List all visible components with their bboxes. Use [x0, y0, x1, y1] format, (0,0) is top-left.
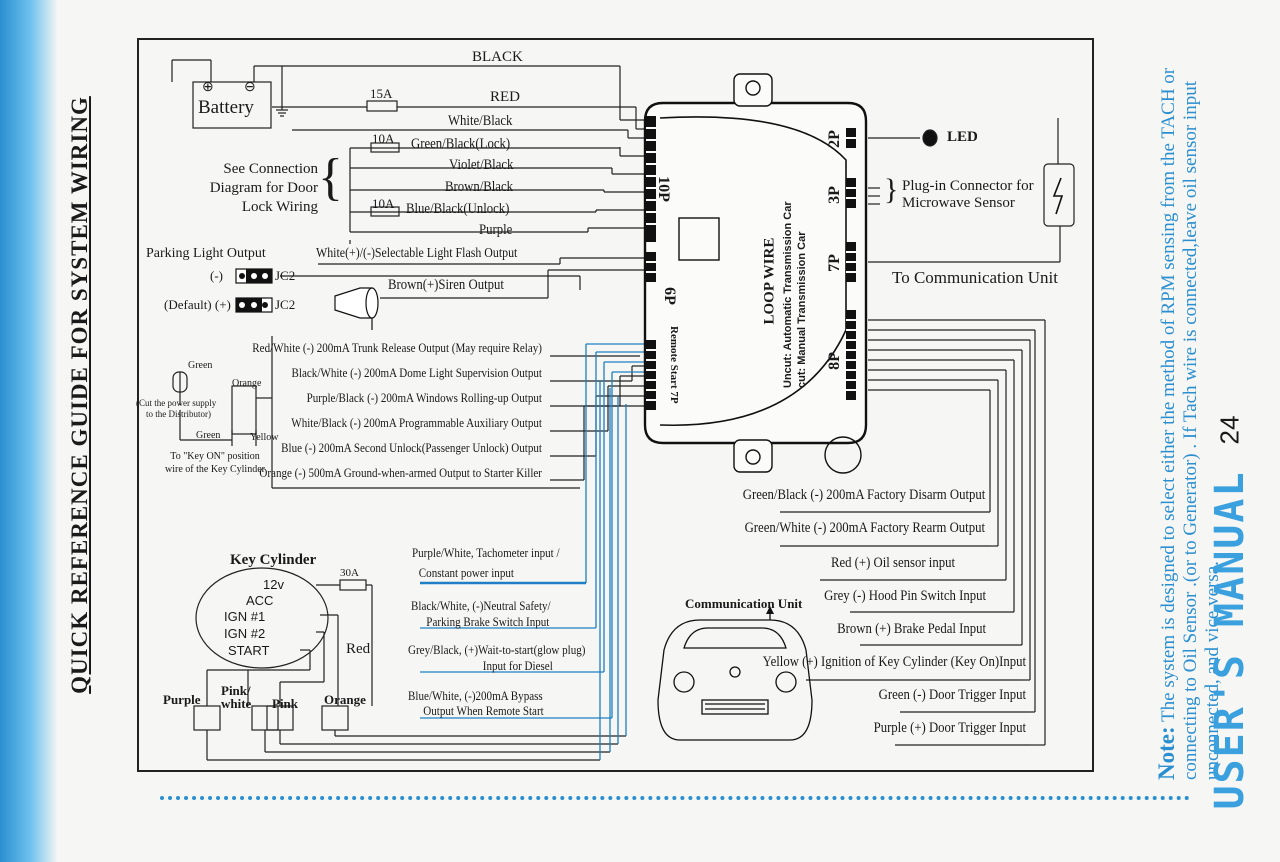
input-brake: Brown (+) Brake Pedal Input: [837, 621, 986, 637]
connector-2p-label: 2P: [825, 130, 843, 148]
key-pos-12v: 12v: [263, 577, 284, 592]
lock-wire-label: Green/Black(Lock): [411, 136, 511, 152]
output-trunk: Red/White (-) 200mA Trunk Release Output…: [252, 340, 542, 355]
key-pos-ign1: IGN #1: [224, 609, 266, 624]
output-windows: Purple/Black (-) 200mA Windows Rolling-u…: [306, 390, 542, 405]
cut-note-module: cut: Manual Transmission Car: [796, 231, 808, 388]
loop-wire-label: LOOP WIRE: [761, 237, 778, 325]
starter-orange-label: Orange: [232, 378, 262, 389]
key-pos-acc: ACC: [246, 593, 274, 608]
connector-10p-pins: [646, 116, 656, 242]
connector-7p-label: 7P: [825, 254, 843, 272]
comm-unit-label: To Communication Unit: [892, 268, 1058, 287]
input-disarm: Green/Black (-) 200mA Factory Disarm Out…: [742, 487, 986, 503]
unlock-wire-label: Blue/Black(Unlock): [406, 201, 510, 217]
white-black-label: White/Black: [448, 113, 513, 129]
lightning-icon: [1052, 177, 1064, 215]
purple-wire-label: Purple: [479, 222, 513, 238]
battery-label: Battery: [198, 97, 254, 118]
box-purple-label: Purple: [163, 692, 201, 707]
fuse-15a-label: 15A: [370, 86, 393, 101]
siren-label: Brown(+)Siren Output: [388, 277, 504, 293]
siren-icon: [334, 287, 379, 330]
red-wire-label: RED: [490, 89, 520, 105]
key-red-label: Red: [346, 641, 371, 657]
control-module: [643, 101, 868, 445]
black-wire-label: BLACK: [472, 49, 523, 65]
key-cylinder-title: Key Cylinder: [230, 552, 317, 568]
key-pos-start: START: [228, 643, 270, 658]
starter-green2-label: Green: [196, 430, 221, 441]
fuse-unlock-label: 10A: [372, 196, 395, 211]
purple-box: [193, 705, 221, 731]
box-pink-label: Pink: [272, 696, 299, 711]
battery-minus-icon: ⊖: [244, 80, 256, 95]
comm-unit-car-label: Communication Unit: [685, 596, 803, 611]
door-lock-brace: {: [318, 149, 343, 206]
diagram-frame: [137, 38, 1094, 772]
fuse-lock-label: 10A: [372, 131, 395, 146]
battery-box: [192, 81, 272, 129]
light-flash-label: White(+)/(-)Selectable Light Flash Outpu…: [316, 246, 518, 261]
parking-default-label: (Default) (+): [164, 297, 231, 312]
fuse-30a-label: 30A: [340, 567, 359, 579]
input-hood: Grey (-) Hood Pin Switch Input: [824, 588, 986, 604]
led-label: LED: [947, 129, 978, 145]
input-oil: Red (+) Oil sensor input: [830, 555, 955, 571]
remote-neutral: Black/White, (-)Neutral Safety/Parking B…: [411, 598, 551, 629]
starter-green-label: Green: [188, 360, 213, 371]
output-unlock2: Blue (-) 200mA Second Unlock(Passenger U…: [281, 440, 542, 455]
connector-10p-label: 10P: [654, 176, 672, 202]
jc2-label-2: JC2: [275, 297, 296, 312]
input-door-neg: Green (-) Door Trigger Input: [878, 687, 1026, 703]
battery-plus-icon: ⊕: [202, 80, 214, 95]
brown-black-label: Brown/Black: [445, 179, 513, 195]
uncut-note: Uncut: Automatic Transmission Car: [782, 201, 794, 388]
input-door-pos: Purple (+) Door Trigger Input: [873, 720, 1026, 736]
page-number: 24: [1214, 415, 1245, 445]
violet-black-label: Violet/Black: [449, 157, 514, 173]
output-dome: Black/White (-) 200mA Dome Light Supervi…: [291, 365, 542, 380]
box-orange-label: Orange: [324, 692, 366, 707]
remote-glow: Grey/Black, (+)Wait-to-start(glow plug)I…: [408, 642, 586, 673]
orange-box: [321, 705, 349, 731]
car-icon: [657, 612, 813, 741]
connector-8p-label: 8P: [825, 352, 843, 370]
connector-6p-label: 6P: [660, 287, 678, 305]
dotted-rule: [160, 796, 1190, 804]
box-pink-white-label: Pink/ white: [221, 683, 252, 711]
microwave-brace: }: [884, 173, 899, 206]
remote-tach: Purple/White, Tachometer input /Constant…: [412, 545, 560, 580]
output-aux: White/Black (-) 200mA Programmable Auxil…: [291, 415, 542, 430]
starter-yellow-label: Yellow: [250, 432, 279, 443]
output-starter-killer: Orange (-) 500mA Ground-when-armed Outpu…: [259, 465, 542, 480]
input-ignition: Yellow (+) Ignition of Key Cylinder (Key…: [762, 654, 1026, 670]
connector-remote-7p-label: Remote Start 7P: [668, 326, 680, 404]
users-manual-logo: USER'S MANUAL: [1207, 470, 1253, 810]
parking-title: Parking Light Output: [146, 246, 266, 261]
jc2-label-1: JC2: [275, 268, 296, 283]
parking-neg-label: (-): [210, 268, 223, 283]
input-rearm: Green/White (-) 200mA Factory Rearm Outp…: [744, 520, 985, 536]
connector-3p-label: 3P: [825, 186, 843, 204]
key-pos-ign2: IGN #2: [224, 626, 266, 641]
blue-edge-band: [0, 0, 58, 862]
